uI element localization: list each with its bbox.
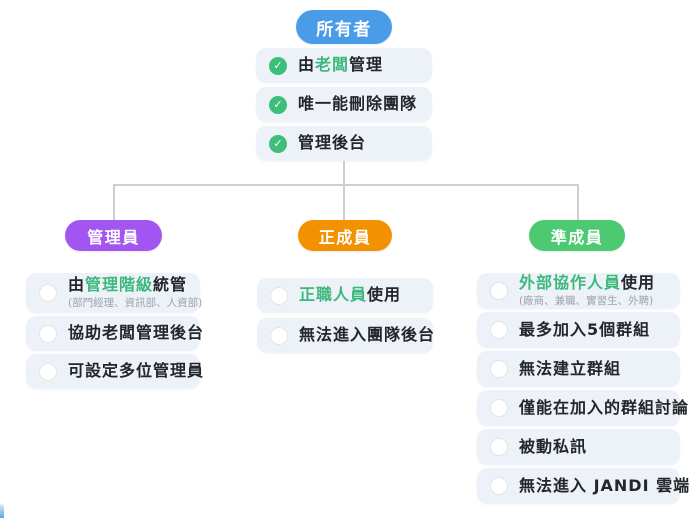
feature-text: 無法建立群組 bbox=[519, 358, 622, 378]
feature-text: 由老闆管理 bbox=[298, 55, 384, 75]
owner-node: 所有者 bbox=[296, 10, 392, 44]
empty-circle-icon bbox=[270, 326, 288, 345]
empty-circle-icon bbox=[490, 360, 508, 378]
feature-text: 管理後台 bbox=[298, 133, 367, 153]
associate-feature-item: 外部協作人員使用 (廠商、兼職、實習生、外聘) bbox=[477, 273, 680, 309]
associate-node-label: 準成員 bbox=[550, 227, 604, 247]
feature-text: 無法進入 JANDI 雲端 bbox=[519, 475, 691, 495]
connector-owner-down bbox=[343, 160, 345, 184]
feature-note: (廠商、兼職、實習生、外聘) bbox=[519, 295, 654, 308]
check-icon: ✓ bbox=[269, 134, 287, 153]
member-node-label: 正成員 bbox=[318, 227, 372, 247]
feature-text: 協助老闆管理後台 bbox=[68, 323, 205, 343]
feature-text: 唯一能刪除團隊 bbox=[298, 94, 418, 114]
associate-feature-item: 最多加入5個群組 bbox=[477, 312, 680, 348]
empty-circle-icon bbox=[490, 438, 508, 456]
feature-text: 僅能在加入的群組討論 bbox=[519, 397, 690, 417]
connector-member-down bbox=[343, 184, 345, 220]
empty-circle-icon bbox=[270, 286, 288, 305]
empty-circle-icon bbox=[39, 324, 57, 343]
admin-feature-item: 協助老闆管理後台 bbox=[26, 316, 203, 351]
member-feature-list: 正職人員使用 無法進入團隊後台 bbox=[257, 278, 436, 353]
feature-note: (部門經理、資訊部、人資部) bbox=[68, 297, 203, 310]
associate-feature-item: 僅能在加入的群組討論 bbox=[477, 390, 688, 426]
check-icon: ✓ bbox=[269, 95, 287, 114]
owner-feature-item: ✓ 管理後台 bbox=[256, 126, 432, 161]
member-node: 正成員 bbox=[298, 220, 392, 251]
feature-text: 外部協作人員使用 bbox=[519, 272, 656, 292]
admin-node-label: 管理員 bbox=[87, 227, 140, 247]
owner-feature-list: ✓ 由老闆管理 ✓ 唯一能刪除團隊 ✓ 管理後台 bbox=[256, 48, 432, 161]
feature-text: 正職人員使用 bbox=[299, 285, 402, 305]
empty-circle-icon bbox=[39, 284, 57, 302]
owner-feature-item: ✓ 唯一能刪除團隊 bbox=[256, 87, 432, 122]
empty-circle-icon bbox=[490, 399, 508, 417]
empty-circle-icon bbox=[490, 282, 508, 300]
owner-feature-item: ✓ 由老闆管理 bbox=[256, 48, 432, 83]
admin-feature-item: 由管理階級統管 (部門經理、資訊部、人資部) bbox=[26, 273, 203, 313]
associate-feature-item: 無法進入 JANDI 雲端 bbox=[477, 468, 689, 504]
feature-text: 可設定多位管理員 bbox=[68, 361, 205, 381]
corner-artifact bbox=[0, 504, 4, 518]
check-icon: ✓ bbox=[269, 56, 287, 75]
admin-feature-item: 可設定多位管理員 bbox=[26, 354, 203, 389]
admin-node: 管理員 bbox=[65, 220, 162, 251]
empty-circle-icon bbox=[490, 477, 508, 495]
feature-text: 無法進入團隊後台 bbox=[299, 325, 436, 345]
empty-circle-icon bbox=[490, 321, 508, 339]
admin-feature-list: 由管理階級統管 (部門經理、資訊部、人資部) 協助老闆管理後台 可設定多位管理員 bbox=[26, 273, 203, 389]
member-feature-item: 正職人員使用 bbox=[257, 278, 433, 313]
associate-feature-item: 被動私訊 bbox=[477, 429, 680, 465]
connector-admin-down bbox=[113, 184, 115, 220]
feature-text: 最多加入5個群組 bbox=[519, 319, 651, 339]
connector-horizontal bbox=[113, 184, 578, 186]
associate-node: 準成員 bbox=[529, 220, 625, 251]
owner-node-label: 所有者 bbox=[316, 19, 372, 40]
associate-feature-item: 無法建立群組 bbox=[477, 351, 680, 387]
feature-text: 由管理階級統管 bbox=[68, 274, 188, 294]
associate-feature-list: 外部協作人員使用 (廠商、兼職、實習生、外聘) 最多加入5個群組 無法建立群組 … bbox=[477, 273, 689, 504]
feature-text: 被動私訊 bbox=[519, 436, 588, 456]
empty-circle-icon bbox=[39, 362, 57, 381]
member-feature-item: 無法進入團隊後台 bbox=[257, 318, 436, 353]
connector-associate-down bbox=[577, 184, 579, 220]
